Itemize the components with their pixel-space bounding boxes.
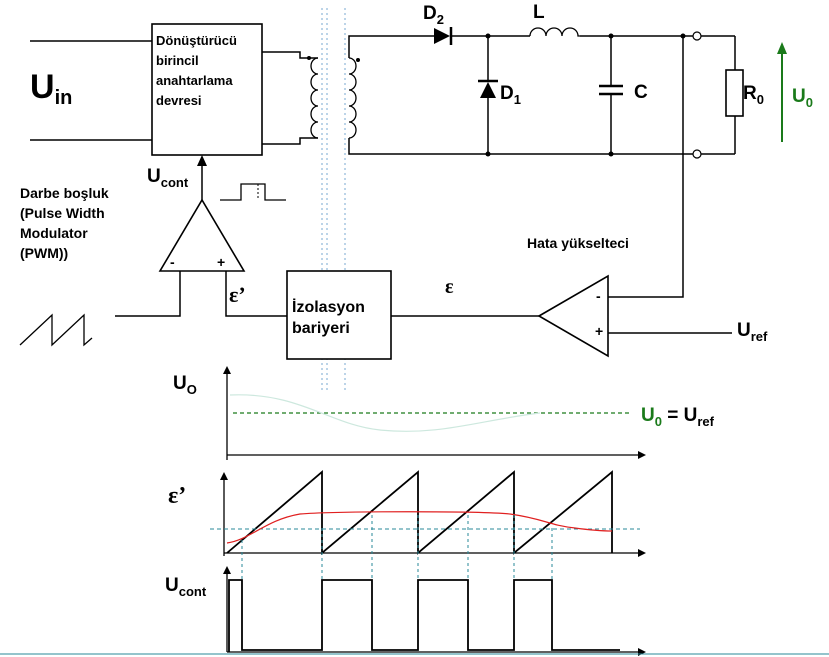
r0-sub: 0 [757,92,764,107]
converter-primary-box [151,23,263,156]
pwm-comparator [158,198,246,272]
plot-ucont-axes [223,566,646,656]
output-terminals [680,31,735,159]
d2-sub: 2 [437,12,444,27]
input-wires [30,40,152,141]
resistor-r0 [725,36,744,154]
isolation-label-line2: bariyeri [292,320,350,337]
d2-main: D [423,3,437,24]
transformer [307,56,360,139]
pulse-waveform-icon [220,183,286,201]
d2-label: D2 [423,3,444,27]
converter-label-line4: devresi [156,93,202,108]
inductor-l [529,27,580,37]
ucont-label-top: Ucont [147,166,189,190]
pwm-desc-line4: (PWM)) [20,245,68,261]
uref-label: Uref [737,320,768,344]
plot-eps-axes [220,472,646,557]
d1-main: D [500,83,514,104]
plot-eps-sawtooth [226,470,613,555]
ucont-top-main: U [147,166,161,187]
eq-u0-main: U [641,405,655,426]
pwm-desc-line2: (Pulse Width [20,205,105,221]
amp-plus-sign: + [595,323,603,339]
isolation-barrier-box [286,270,392,360]
d1-sub: 1 [514,92,521,107]
d1-label: D1 [500,83,521,107]
uin-main: U [30,68,55,106]
plot-uo-label: UO [173,373,197,397]
eps-prime-top-label: ε’ [229,282,246,307]
diode-d2 [430,27,454,45]
pwm-desc-line1: Darbe boşluk [20,185,109,201]
converter-label-line2: birincil [156,53,199,68]
u0-arrow [777,42,787,142]
projection-lines [241,515,553,590]
epsilon-label: ε [445,276,454,298]
pwm-desc-line3: Modulator [20,225,88,241]
uin-sub: in [55,87,73,109]
plot-uo-main: U [173,373,187,394]
plot-eps-error-curve [226,511,613,544]
eq-equals: = U [662,405,697,426]
secondary-rails [348,35,693,155]
r0-main: R [743,83,757,104]
inductor-label: L [533,2,545,23]
capacitor-label: C [634,82,648,103]
pwm-minus-sign: - [170,254,175,270]
plot-eps-label: ε’ [168,483,186,509]
plot-uo-sub: O [187,382,197,397]
plot-ucont-sub: cont [179,584,207,599]
plot-uo-faint-curve [229,394,541,432]
plot-ucont-label: Ucont [165,575,207,599]
converter-label-line3: anahtarlama [156,73,233,88]
feedback-wire [608,36,684,298]
u0-main: U [792,86,806,107]
plot-uo-axes [223,366,646,460]
error-amp-title: Hata yükselteci [527,235,629,251]
ucont-top-sub: cont [161,175,189,190]
amp-minus-sign: - [596,288,601,304]
uref-sub: ref [751,329,768,344]
u0-label: U0 [792,86,813,110]
uref-main: U [737,320,751,341]
plot-ucont-pulses [228,579,620,652]
capacitor-c [599,33,623,157]
primary-wires [262,51,318,145]
u0-sub: 0 [806,95,813,110]
uin-label: Uin [30,68,72,109]
converter-label: Dönüştürücü birincil anahtarlama devresi [156,33,237,108]
diode-d1 [478,33,498,157]
pwm-output-arrow [197,155,207,200]
r0-label: R0 [743,83,764,107]
pwm-plus-sign: + [217,254,225,270]
plot-u0-eq-uref: U0 = Uref [641,405,715,429]
error-amplifier [537,274,609,358]
sawtooth-wire [115,271,181,317]
isolation-label-line1: İzolasyon [292,298,365,316]
eq-u0-sub: 0 [655,414,662,429]
plot-ucont-main: U [165,575,179,596]
pwm-description: Darbe boşluk (Pulse Width Modulator (PWM… [20,185,109,261]
sawtooth-icon [19,313,93,347]
converter-label-line1: Dönüştürücü [156,33,237,48]
eps-prime-wire [225,271,287,317]
eq-uref-sub: ref [697,414,714,429]
